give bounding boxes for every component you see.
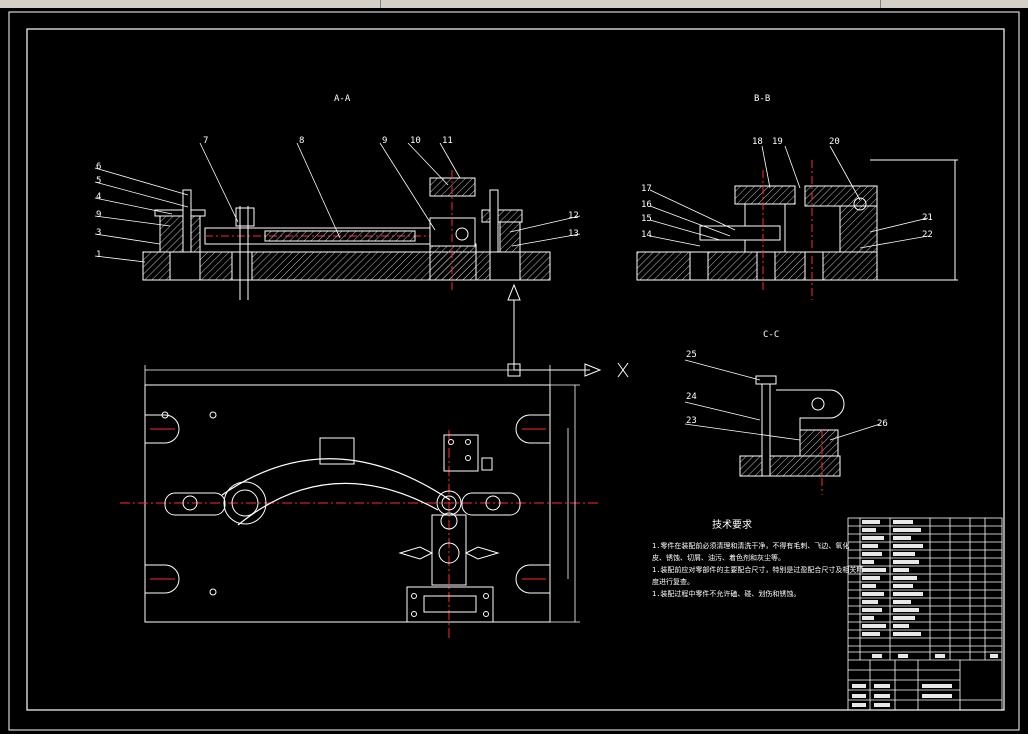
axis-x-label: X bbox=[633, 369, 639, 379]
view-label-bb: B-B bbox=[754, 94, 770, 104]
part-number-6: 6 bbox=[96, 162, 101, 172]
part-number-14: 14 bbox=[641, 230, 652, 240]
part-number-9: 9 bbox=[96, 210, 101, 220]
plan-view bbox=[120, 365, 600, 640]
part-number-22: 22 bbox=[922, 230, 933, 240]
part-number-25: 25 bbox=[686, 350, 697, 360]
view-label-cc: C-C bbox=[763, 330, 779, 340]
titlebar-segment bbox=[430, 0, 881, 8]
part-number-4: 4 bbox=[96, 192, 101, 202]
notes-line-3: 1.装配前应对零部件的主要配合尺寸，特别是过盈配合尺寸及相关精 bbox=[652, 565, 863, 574]
notes-line-4: 度进行复查。 bbox=[652, 577, 694, 586]
part-number-13: 13 bbox=[568, 229, 579, 239]
part-number-5: 5 bbox=[96, 176, 101, 186]
section-view-bb: B-B 17 16 15 14 18 19 20 bbox=[636, 94, 958, 300]
part-number-24: 24 bbox=[686, 392, 697, 402]
part-number-16: 16 bbox=[641, 200, 652, 210]
window-titlebar bbox=[0, 0, 1028, 8]
part-number-26: 26 bbox=[877, 419, 888, 429]
notes-heading: 技术要求 bbox=[712, 518, 752, 531]
part-number-8: 8 bbox=[299, 136, 304, 146]
view-label-aa: A-A bbox=[334, 94, 351, 104]
part-number-18: 18 bbox=[752, 137, 763, 147]
notes-line-1: 1.零件在装配前必须清理和清洗干净，不得有毛刺、飞边、氧化 bbox=[652, 541, 849, 550]
part-number-10: 10 bbox=[410, 136, 421, 146]
part-number-1: 1 bbox=[96, 250, 101, 260]
base-plate bbox=[142, 251, 551, 281]
part-number-23: 23 bbox=[686, 416, 697, 426]
title-block bbox=[847, 517, 1003, 711]
section-view-cc: C-C 25 24 23 26 bbox=[684, 330, 888, 495]
title-block-text-marks bbox=[852, 520, 998, 707]
titlebar-segment bbox=[0, 0, 381, 8]
part-number-12: 12 bbox=[568, 211, 579, 221]
part-number-15: 15 bbox=[641, 214, 652, 224]
part-number-7: 7 bbox=[203, 136, 208, 146]
part-number-17: 17 bbox=[641, 184, 652, 194]
outer-frame bbox=[8, 11, 1020, 731]
part-number-11: 11 bbox=[442, 136, 453, 146]
part-number-20: 20 bbox=[829, 137, 840, 147]
ucs-icon bbox=[507, 283, 629, 378]
inner-frame bbox=[26, 28, 1005, 711]
notes-line-5: 1.装配过程中零件不允许磕、碰、划伤和锈蚀。 bbox=[652, 589, 800, 598]
notes-line-2: 皮、锈蚀、切屑、油污、着色剂和灰尘等。 bbox=[652, 553, 785, 562]
technical-notes: 技术要求 1.零件在装配前必须清理和清洗干净，不得有毛刺、飞边、氧化 皮、锈蚀、… bbox=[652, 518, 863, 598]
part-number-9b: 9 bbox=[382, 136, 387, 146]
part-number-21: 21 bbox=[922, 213, 933, 223]
section-view-aa: A-A bbox=[94, 94, 581, 300]
part-number-19: 19 bbox=[772, 137, 783, 147]
part-number-3: 3 bbox=[96, 228, 101, 238]
